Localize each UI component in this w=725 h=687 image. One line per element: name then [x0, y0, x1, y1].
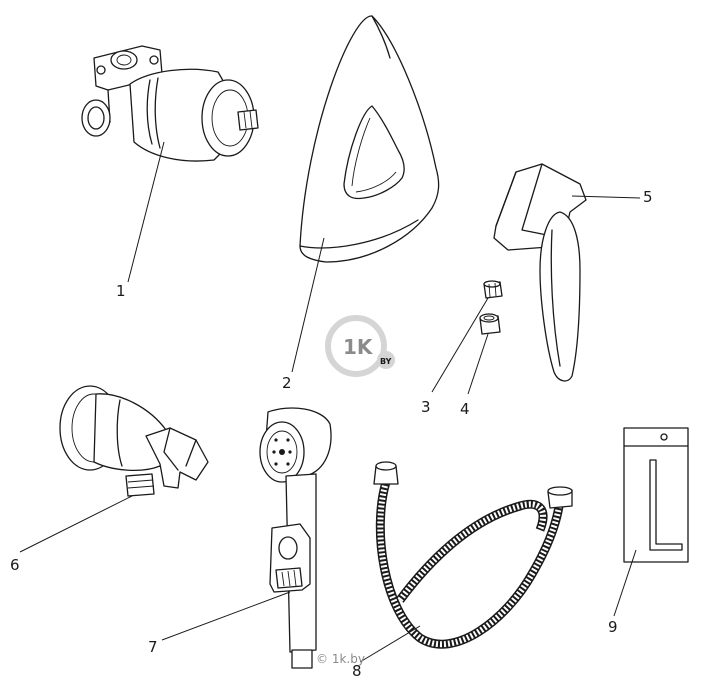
watermark-logo-badge: BY	[380, 357, 392, 366]
part-number-4: 4	[460, 400, 470, 418]
part-number-2: 2	[282, 374, 292, 392]
hex-key-bag-drawing	[623, 427, 689, 563]
leader-lines	[19, 141, 641, 663]
flexible-hose-drawing	[373, 461, 573, 649]
small-nut-4-drawing	[479, 313, 501, 335]
lever-handle-drawing	[493, 163, 587, 382]
watermark-text: © 1k.by	[316, 652, 365, 666]
part-number-9: 9	[608, 618, 618, 636]
part-number-8: 8	[352, 662, 362, 680]
part-number-3: 3	[421, 398, 431, 416]
part-number-7: 7	[148, 638, 158, 656]
cover-plate-drawing	[299, 15, 440, 263]
part-number-1: 1	[116, 282, 126, 300]
watermark-logo-text: 1K	[343, 335, 374, 359]
part-number-6: 6	[10, 556, 20, 574]
mixer-valve-body-drawing	[81, 45, 259, 162]
wall-elbow-holder-drawing	[59, 385, 209, 497]
part-number-5: 5	[643, 188, 653, 206]
hand-shower-drawing	[259, 407, 332, 669]
small-nut-3-drawing	[483, 280, 503, 299]
watermark-logo	[325, 315, 395, 377]
